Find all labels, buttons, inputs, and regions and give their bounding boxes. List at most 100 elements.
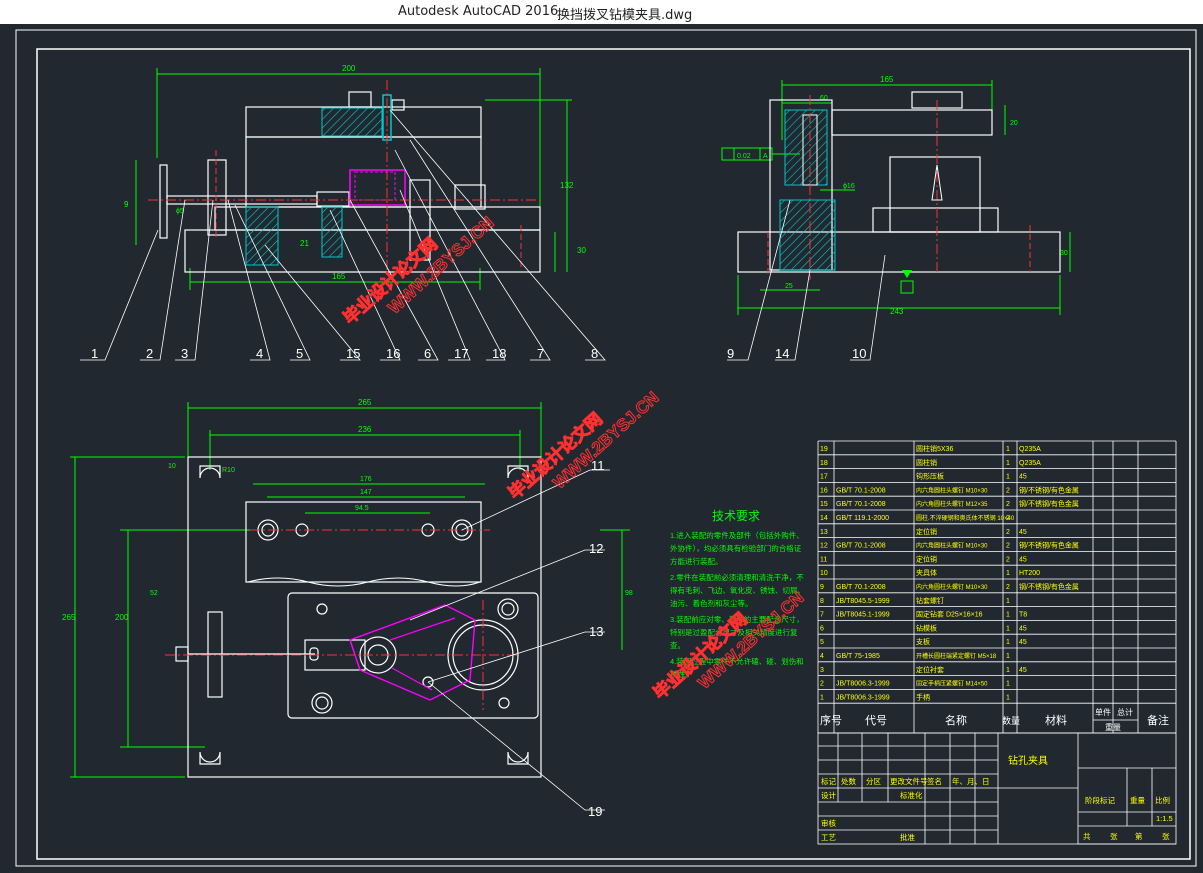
bom-cell-name: 定位衬套: [916, 665, 944, 674]
bom-cell-qty: 1: [1006, 570, 1010, 577]
bom-cell-mat: 钢/不锈钢/有色金属: [1019, 485, 1079, 494]
bom-cell-code: JB/T8045.1-1999: [836, 612, 890, 619]
bom-cell-no: 4: [820, 653, 824, 660]
balloon-19: 19: [588, 804, 602, 819]
bom-header-unit: 单件: [1095, 707, 1111, 717]
bom-cell-no: 6: [820, 625, 824, 632]
balloon-5: 5: [296, 346, 303, 361]
side-hatch-upper: [784, 109, 828, 186]
bom-cell-qty: 1: [1006, 460, 1010, 467]
dim-height-total: 132: [560, 181, 574, 190]
dim-height-left: 9: [124, 200, 129, 209]
bom-cell-no: 2: [820, 681, 824, 688]
label-weight: 重量: [1130, 796, 1146, 805]
rev-label-mark: 标记: [821, 776, 836, 786]
side-handle: [931, 164, 943, 201]
bom-cell-no: 3: [820, 667, 824, 674]
bom-cell-code: GB/T 119.1-2000: [836, 515, 889, 522]
side-dim-base-height: 30: [1060, 250, 1068, 257]
bom-cell-qty: 2: [1006, 515, 1010, 522]
plan-workpiece-arm: [389, 617, 456, 691]
title-block[interactable]: 钻孔夹具 标记 处数 分区 更改文件号 签名 年、月、日 设计 标准化 审核 工…: [817, 732, 1177, 845]
balloon-18: 18: [492, 346, 506, 361]
balloon-10: 10: [852, 346, 866, 361]
label-standardize: 标准化: [900, 790, 923, 800]
bom-cell-qty: 1: [1006, 446, 1010, 453]
sheet-total-label: 共: [1083, 832, 1091, 841]
plan-dim-147: 147: [360, 489, 372, 496]
side-dim-left-top: 60: [820, 95, 828, 102]
bom-cell-no: 17: [820, 474, 828, 481]
scale-value: 1:1.5: [1156, 814, 1173, 823]
tech-req-line-8: 特别是过盈配合尺寸及相关精度进行复: [670, 627, 798, 637]
side-hatch-lower: [779, 199, 836, 271]
bom-cell-name: 手柄: [916, 692, 930, 701]
bom-cell-mat: 45: [1019, 529, 1027, 536]
label-approve: 批准: [900, 832, 915, 842]
bom-cell-no: 15: [820, 501, 828, 508]
bom-cell-name: 定位销: [916, 554, 937, 563]
plan-wavy-edge: [247, 577, 481, 587]
tech-req-line-10: 4.装配过程中零件不允许磕、碰、划伤和: [670, 656, 804, 666]
bom-cell-mat: 钢/不锈钢/有色金属: [1019, 499, 1079, 508]
bom-cell-no: 5: [820, 639, 824, 646]
dim-height-base: 30: [577, 246, 586, 255]
bom-cell-name: 内六角圆柱头螺钉 M10×30: [916, 486, 988, 494]
bom-cell-no: 13: [820, 529, 828, 536]
bom-cell-code: GB/T 70.1-2008: [836, 487, 886, 494]
balloon-3: 3: [181, 346, 188, 361]
bom-cell-mat: 45: [1019, 639, 1027, 646]
front-hatch-mid: [321, 206, 343, 258]
bom-cell-name: 内六角圆柱头螺钉 M12×35: [916, 500, 988, 508]
tech-req-line-5: 得有毛刺、飞边、氧化皮、锈蚀、切屑、: [670, 585, 805, 595]
front-workpiece: [349, 169, 406, 206]
plan-dim-r10: 10: [168, 463, 176, 470]
bom-cell-mat: 钢/不锈钢/有色金属: [1019, 582, 1079, 591]
datum-triangle: [902, 270, 912, 278]
rev-label-count: 处数: [841, 776, 856, 786]
bom-cell-no: 8: [820, 598, 824, 605]
balloon-6: 6: [424, 346, 431, 361]
drawing-name: 钻孔夹具: [1008, 754, 1048, 767]
dim-bottom: 165: [332, 272, 346, 281]
bom-cell-code: GB/T 70.1-2008: [836, 501, 886, 508]
tech-req-line-7: 3.装配前应对零、部件的主要配合尺寸，: [670, 614, 804, 624]
bom-cell-code: GB/T 70.1-2008: [836, 584, 886, 591]
tech-req-line-6: 油污、着色剂和灰尘等。: [670, 598, 753, 608]
drawing-canvas[interactable]: 200 9 132 30 165 21 ϕ5: [0, 24, 1203, 873]
tech-req-line-1: 1.进入装配的零件及部件（包括外购件、: [670, 530, 804, 540]
bom-cell-name: 固定手柄压紧螺钉 M14×50: [916, 680, 988, 688]
tolerance-datum: A: [763, 153, 768, 160]
rev-label-zone: 分区: [866, 777, 881, 786]
dim-overall-width: 200: [342, 64, 356, 73]
balloon-17: 17: [454, 346, 468, 361]
bom-cell-name: 内六角圆柱头螺钉 M10×30: [916, 542, 988, 550]
plan-view[interactable]: 265 236 176 147 94.5 265 200 52 98 10 R1…: [62, 398, 633, 819]
side-view[interactable]: 0.02 A 165 60 20 ϕ16 25 30 243: [721, 75, 1071, 361]
side-dim-right-top: 20: [1010, 120, 1018, 127]
front-hatch-top: [321, 107, 383, 137]
front-view[interactable]: 200 9 132 30 165 21 ϕ5: [80, 64, 606, 361]
bom-cell-name: 钻套螺钉: [916, 596, 944, 605]
file-name: 换挡拨叉钻模夹具.dwg: [557, 8, 693, 23]
